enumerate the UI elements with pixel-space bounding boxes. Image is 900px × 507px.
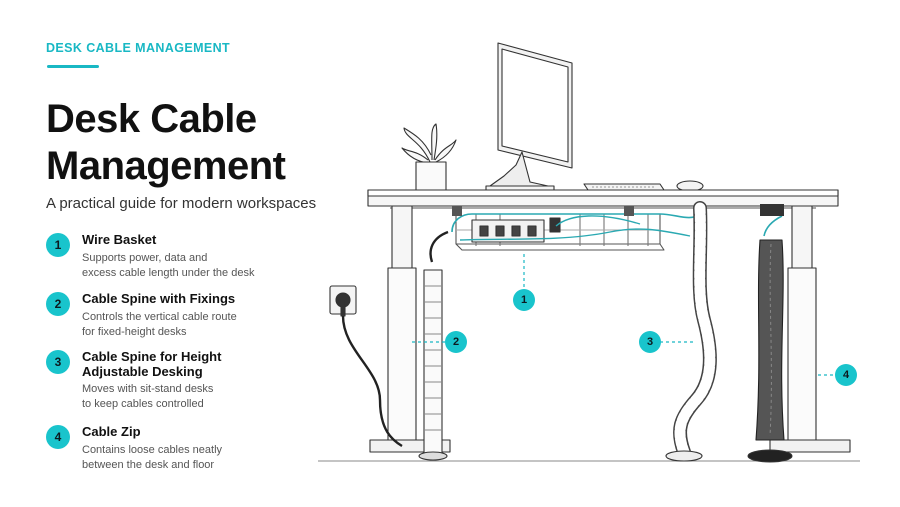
legend-badge-1: 1 [46, 233, 70, 257]
page-subtitle: A practical guide for modern workspaces [46, 195, 317, 212]
monitor-icon [485, 42, 573, 192]
legend-desc-line: Contains loose cables neatly [82, 444, 223, 456]
callout-badge-3: 3 [639, 331, 661, 353]
legend-item-title: Wire Basket [82, 232, 157, 247]
legend-title-line: Cable Spine for Height [82, 349, 222, 364]
desk-top [367, 189, 839, 207]
wire-basket [451, 206, 701, 251]
legend-item-description: Contains loose cables neatly between the… [82, 443, 302, 473]
page-title-line-2: Management [46, 144, 286, 188]
legend-desc-line: Supports power, data and [82, 252, 208, 264]
legend-badge-3: 3 [46, 350, 70, 374]
plant-icon [401, 123, 457, 191]
page-title: Desk Cable Management [46, 96, 346, 190]
legend-desc-line: between the desk and floor [82, 459, 215, 471]
legend-badge-4: 4 [46, 425, 70, 449]
callout-badge-2: 2 [445, 331, 467, 353]
legend-desc-line: excess cable length under the desk [82, 267, 255, 279]
legend-desc-line: for fixed-height desks [82, 326, 187, 338]
legend-title-line: Adjustable Desking [82, 364, 203, 379]
legend-item-title: Cable Spine for Height Adjustable Deskin… [82, 349, 302, 379]
power-cable [341, 315, 403, 448]
legend-item-title: Cable Spine with Fixings [82, 291, 236, 306]
keyboard-icon [583, 183, 665, 191]
legend-item-description: Supports power, data and excess cable le… [82, 251, 302, 281]
eyebrow-label: DESK CABLE MANAGEMENT [46, 41, 231, 55]
legend-desc-line: to keep cables controlled [82, 398, 204, 410]
cable-spine-flexible [665, 201, 717, 462]
legend-badge-2: 2 [46, 292, 70, 316]
legend-item-description: Controls the vertical cable route for fi… [82, 310, 302, 340]
legend-desc-line: Controls the vertical cable route [82, 311, 237, 323]
wall-socket-icon [329, 285, 357, 317]
callout-badge-1: 1 [513, 289, 535, 311]
eyebrow-underline [47, 65, 99, 68]
legend-item-title: Cable Zip [82, 424, 141, 439]
right-desk-leg [769, 205, 851, 453]
page-title-line-1: Desk Cable [46, 97, 257, 141]
legend-desc-line: Moves with sit-stand desks [82, 383, 214, 395]
cable-spine-fixed [418, 269, 448, 461]
legend-item-description: Moves with sit-stand desks to keep cable… [82, 382, 302, 412]
callout-badge-4: 4 [835, 364, 857, 386]
left-desk-leg [369, 205, 451, 453]
desk-illustration [318, 42, 860, 463]
cable-zip [747, 204, 793, 463]
